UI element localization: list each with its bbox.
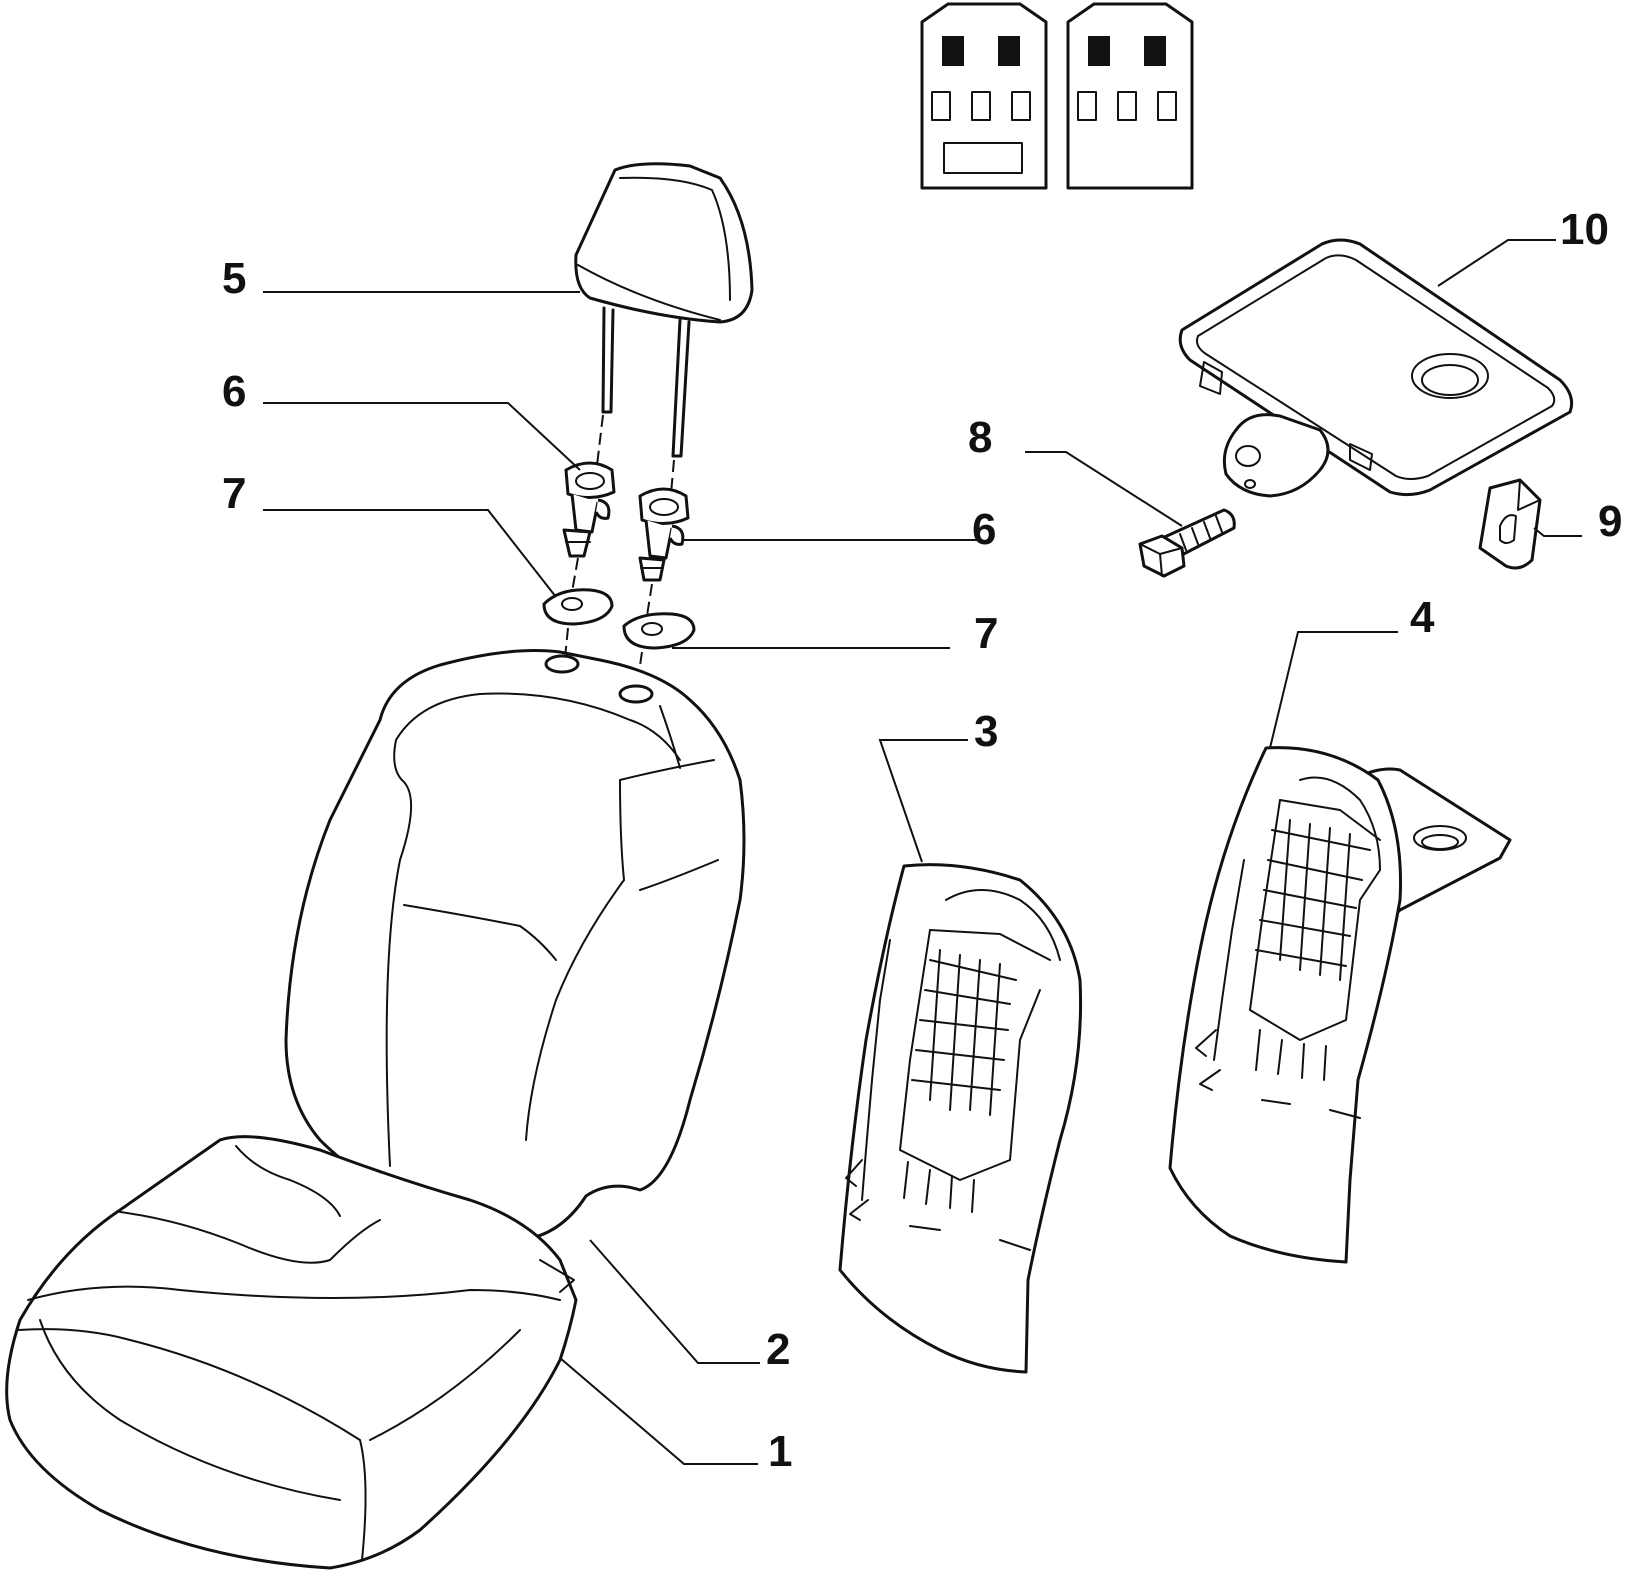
bolt bbox=[1138, 508, 1236, 578]
callout-1: 1 bbox=[768, 1427, 792, 1476]
seat-backrest bbox=[284, 649, 746, 1242]
callout-6-right: 6 bbox=[972, 505, 996, 554]
seat-cushion bbox=[5, 1135, 578, 1570]
callout-4: 4 bbox=[1410, 593, 1435, 642]
callout-6-left: 6 bbox=[222, 367, 246, 416]
callout-3: 3 bbox=[974, 707, 998, 756]
back-panel bbox=[838, 863, 1083, 1374]
callout-7-left: 7 bbox=[222, 469, 246, 518]
callout-10: 10 bbox=[1560, 205, 1609, 254]
headrest-guide-right bbox=[638, 487, 690, 623]
callout-labels: 5 6 7 6 7 8 9 10 4 3 2 1 bbox=[222, 205, 1622, 1476]
callout-8: 8 bbox=[968, 413, 992, 462]
seat-config-icon-b bbox=[1066, 2, 1194, 190]
callout-7-right: 7 bbox=[974, 609, 998, 658]
seat-config-icon-a bbox=[920, 2, 1048, 190]
headrest-guide-left bbox=[562, 461, 616, 593]
tray-table bbox=[1178, 238, 1574, 498]
callout-9: 9 bbox=[1598, 497, 1622, 546]
leader-lines bbox=[263, 239, 1582, 1465]
clip bbox=[1478, 478, 1542, 570]
washer-left bbox=[542, 588, 614, 669]
callout-2: 2 bbox=[766, 1325, 790, 1374]
back-panel-with-tray bbox=[1168, 746, 1512, 1264]
headrest bbox=[574, 162, 754, 506]
callout-5: 5 bbox=[222, 254, 246, 303]
